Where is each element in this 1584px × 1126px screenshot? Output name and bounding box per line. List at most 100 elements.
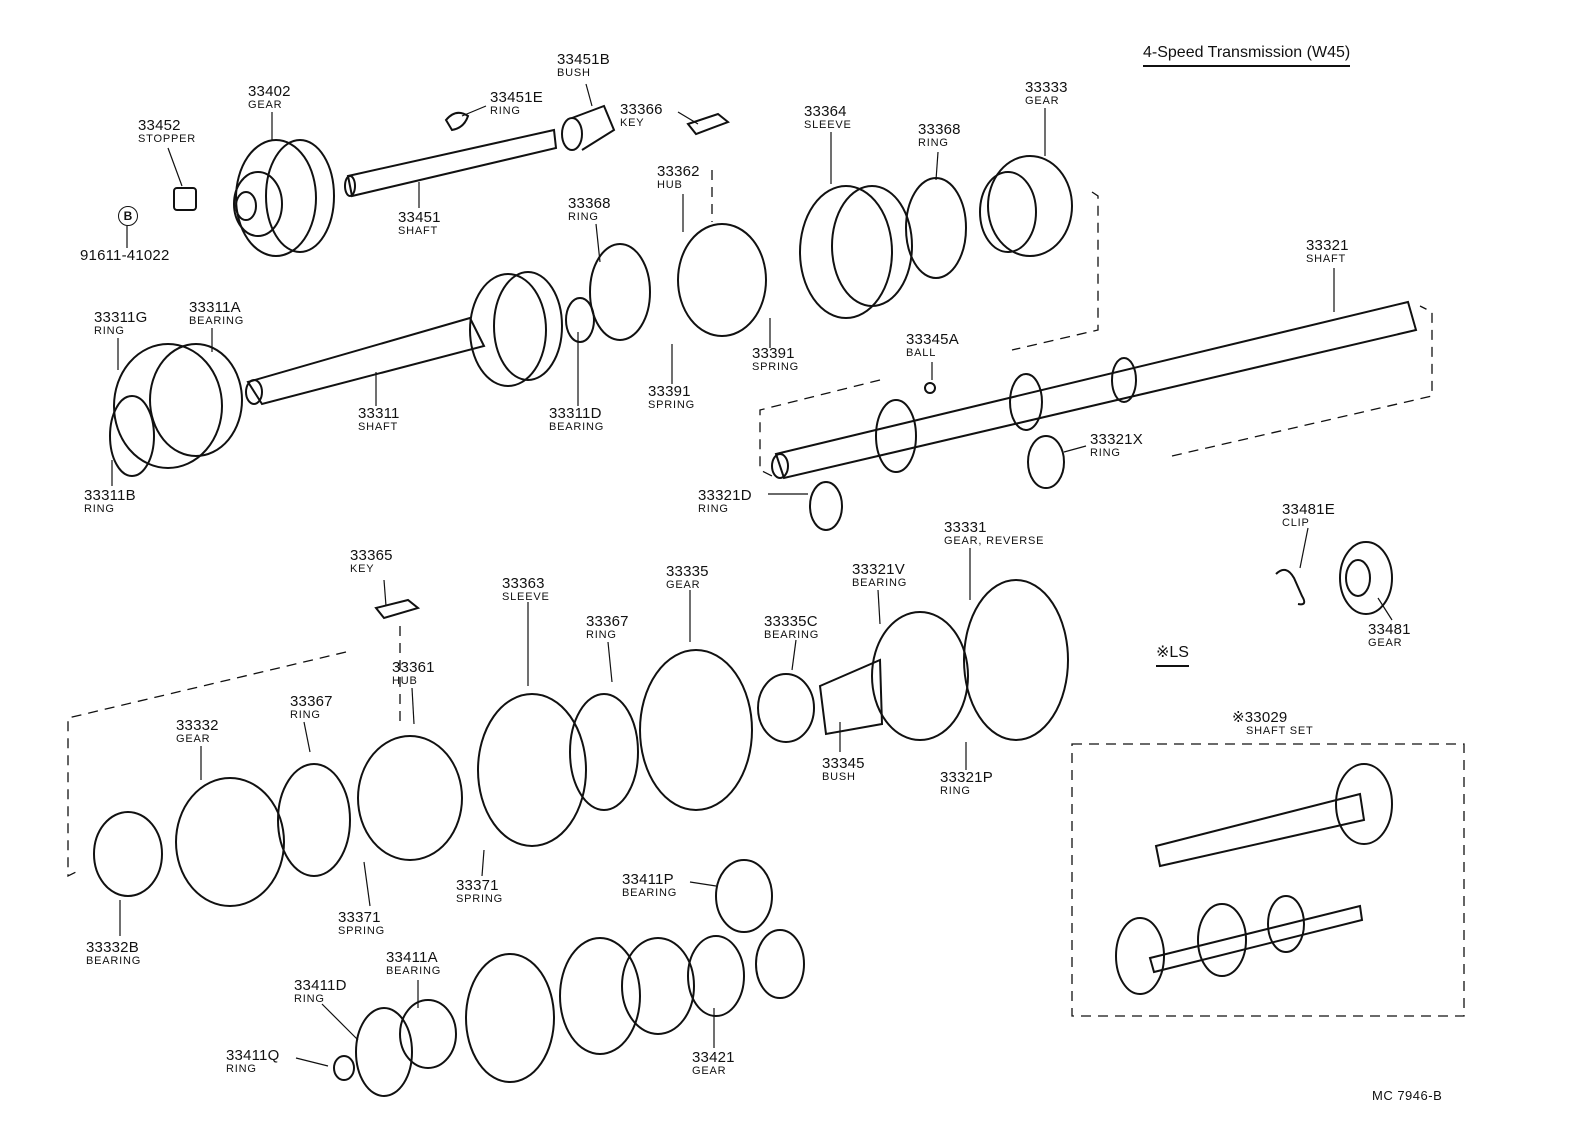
part-callout-33391-right[interactable]: 33391 SPRING: [752, 346, 799, 373]
part-callout-33345[interactable]: 33345 BUSH: [822, 756, 865, 783]
shaft-33311: [245, 271, 563, 406]
part-callout-33321X[interactable]: 33321X RING: [1090, 432, 1143, 459]
part-desc: GEAR: [666, 579, 701, 591]
part-callout-33311G[interactable]: 33311G RING: [94, 310, 147, 337]
part-callout-33311B[interactable]: 33311B RING: [84, 488, 136, 515]
part-number: 33311D: [549, 405, 602, 422]
part-number: 33481E: [1282, 501, 1335, 518]
part-callout-33029[interactable]: ※33029 SHAFT SET: [1232, 710, 1314, 737]
part-desc: BEARING: [549, 421, 605, 433]
part-desc: SHAFT: [1306, 253, 1347, 265]
part-callout-33371-left[interactable]: 33371 SPRING: [338, 910, 385, 937]
part-callout-33402[interactable]: 33402 GEAR: [248, 84, 291, 111]
part-number: 33411D: [294, 977, 347, 994]
part-callout-33331[interactable]: 33331 GEAR, REVERSE: [944, 520, 1044, 547]
part-number: 33331: [944, 519, 987, 536]
part-number: 33321V: [852, 561, 905, 578]
shaft-set-illustration: [1115, 763, 1393, 995]
small-parts: [173, 104, 936, 620]
part-callout-33481E[interactable]: 33481E CLIP: [1282, 502, 1335, 529]
part-desc: RING: [586, 629, 617, 641]
part-number: 33451E: [490, 89, 543, 106]
part-desc: RING: [940, 785, 971, 797]
shaft-33321: [771, 300, 1418, 531]
part-number: 33371: [456, 877, 499, 894]
part-callout-33321[interactable]: 33321 SHAFT: [1306, 238, 1349, 265]
part-callout-33391-left[interactable]: 33391 SPRING: [648, 384, 695, 411]
part-callout-33311[interactable]: 33311 SHAFT: [358, 406, 400, 433]
part-callout-33335C[interactable]: 33335C BEARING: [764, 614, 819, 641]
part-callout-33368-right[interactable]: 33368 RING: [918, 122, 961, 149]
part-desc: KEY: [350, 563, 375, 575]
part-callout-33332B[interactable]: 33332B BEARING: [86, 940, 141, 967]
part-callout-33411A[interactable]: 33411A BEARING: [386, 950, 441, 977]
part-callout-91611-41022[interactable]: 91611-41022: [80, 248, 170, 263]
part-number: 33368: [918, 121, 961, 138]
part-number: 33411A: [386, 949, 438, 966]
shaft-33451: [344, 128, 558, 198]
part-callout-33368-left[interactable]: 33368 RING: [568, 196, 611, 223]
part-callout-33321P[interactable]: 33321P RING: [940, 770, 993, 797]
part-desc: GEAR: [1025, 95, 1060, 107]
part-desc: RING: [84, 503, 115, 515]
part-desc: BEARING: [622, 887, 678, 899]
part-callout-33367-lower[interactable]: 33367 RING: [290, 694, 333, 721]
part-desc: KEY: [620, 117, 645, 129]
part-desc: GEAR: [1368, 637, 1403, 649]
part-callout-33411Q[interactable]: 33411Q RING: [226, 1048, 279, 1075]
part-number: 33411P: [622, 871, 674, 888]
part-desc: SHAFT: [398, 225, 439, 237]
part-callout-33411D[interactable]: 33411D RING: [294, 978, 347, 1005]
part-number: 33335C: [764, 613, 818, 630]
synchro-upper: [565, 155, 1073, 343]
speedometer-parts: [1275, 541, 1393, 615]
part-callout-33452[interactable]: 33452 STOPPER: [138, 118, 196, 145]
part-callout-33363[interactable]: 33363 SLEEVE: [502, 576, 550, 603]
part-desc: BEARING: [86, 955, 142, 967]
diagram-code: MC 7946-B: [1372, 1088, 1443, 1103]
counter-gear-33421: [333, 859, 805, 1097]
part-desc: SPRING: [338, 925, 385, 937]
part-callout-33311D[interactable]: 33311D BEARING: [549, 406, 604, 433]
part-callout-33367-upper[interactable]: 33367 RING: [586, 614, 629, 641]
part-callout-33481[interactable]: 33481 GEAR: [1368, 622, 1411, 649]
part-number: 33368: [568, 195, 611, 212]
part-desc: GEAR, REVERSE: [944, 535, 1045, 547]
ls-label: ※LS: [1156, 642, 1189, 667]
part-callout-33366[interactable]: 33366 KEY: [620, 102, 663, 129]
part-number: 33332: [176, 717, 219, 734]
part-desc: SLEEVE: [804, 119, 852, 131]
part-callout-33321D[interactable]: 33321D RING: [698, 488, 752, 515]
part-desc: BEARING: [764, 629, 820, 641]
part-number: 33321P: [940, 769, 993, 786]
part-callout-33364[interactable]: 33364 SLEEVE: [804, 104, 852, 131]
dashed-guides: [67, 170, 1465, 1017]
part-desc: BEARING: [189, 315, 245, 327]
part-callout-33451B[interactable]: 33451B BUSH: [557, 52, 610, 79]
diagram-title: 4-Speed Transmission (W45): [1143, 44, 1351, 67]
part-number: 33481: [1368, 621, 1411, 638]
leader-lines: [111, 83, 1393, 1067]
part-callout-33451E[interactable]: 33451E RING: [490, 90, 543, 117]
part-callout-33362[interactable]: 33362 HUB: [657, 164, 700, 191]
part-callout-33345A[interactable]: 33345A BALL: [906, 332, 959, 359]
part-number: 33345A: [906, 331, 959, 348]
part-callout-33335[interactable]: 33335 GEAR: [666, 564, 709, 591]
part-number: 33333: [1025, 79, 1068, 96]
part-desc: GEAR: [176, 733, 211, 745]
part-callout-33332[interactable]: 33332 GEAR: [176, 718, 219, 745]
part-desc: RING: [698, 503, 729, 515]
part-callout-33333[interactable]: 33333 GEAR: [1025, 80, 1068, 107]
part-callout-33365[interactable]: 33365 KEY: [350, 548, 393, 575]
part-callout-33371-right[interactable]: 33371 SPRING: [456, 878, 503, 905]
part-callout-33411P[interactable]: 33411P BEARING: [622, 872, 677, 899]
part-callout-33451[interactable]: 33451 SHAFT: [398, 210, 441, 237]
part-number: 33363: [502, 575, 545, 592]
part-desc: CLIP: [1282, 517, 1310, 529]
part-callout-33321V[interactable]: 33321V BEARING: [852, 562, 907, 589]
part-desc: RING: [568, 211, 599, 223]
part-callout-33311A[interactable]: 33311A BEARING: [189, 300, 244, 327]
part-callout-33361[interactable]: 33361 HUB: [392, 660, 435, 687]
part-number: 33452: [138, 117, 181, 134]
part-callout-33421[interactable]: 33421 GEAR: [692, 1050, 735, 1077]
